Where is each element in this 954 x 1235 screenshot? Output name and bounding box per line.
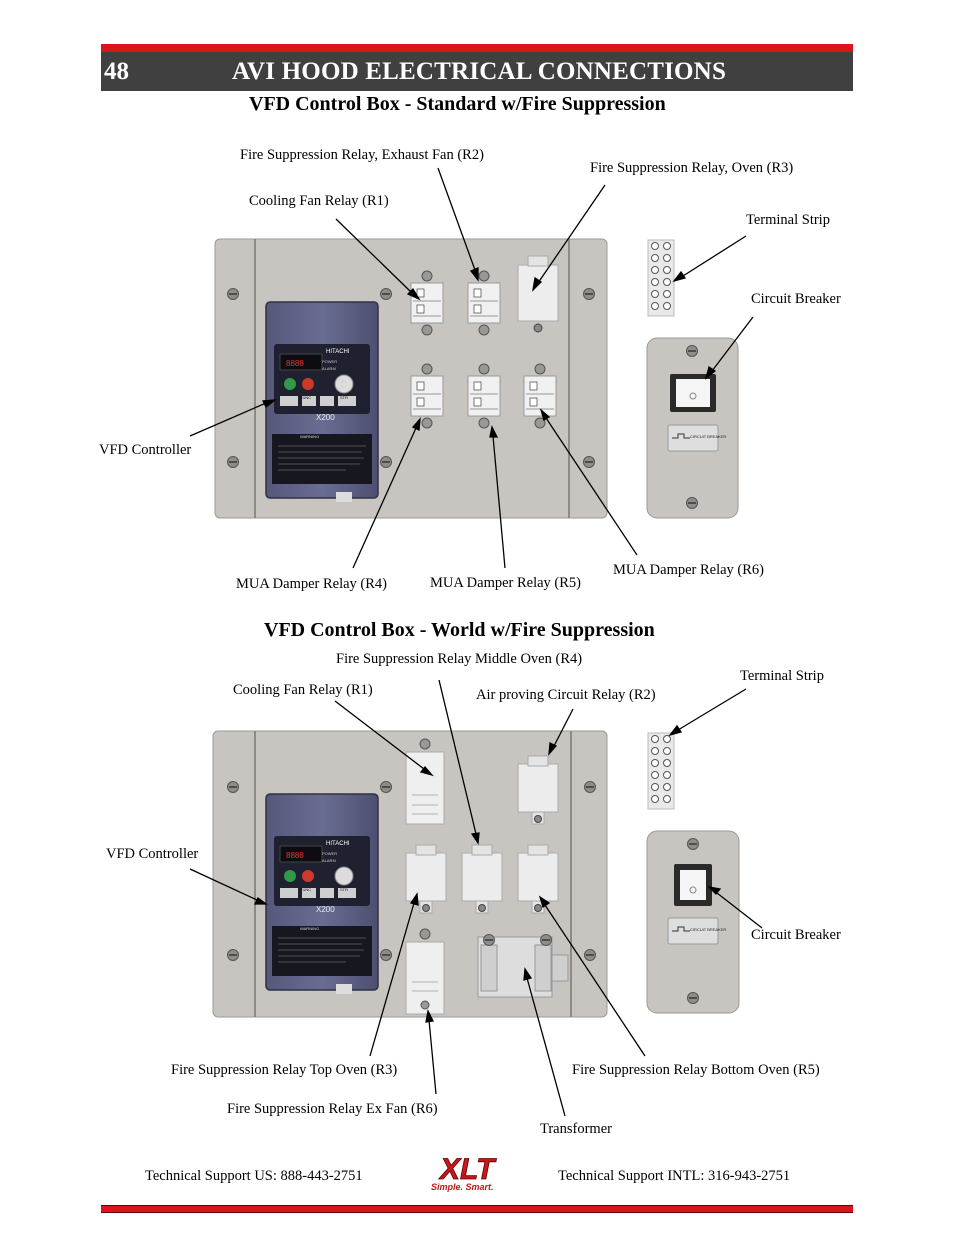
label-circuit-breaker: Circuit Breaker (751, 291, 841, 307)
label-circuit-breaker-2: Circuit Breaker (751, 927, 841, 943)
section2-callout-lines (189, 679, 763, 1117)
page-number: 48 (104, 58, 129, 85)
vfd-func-label: FUNC (300, 395, 311, 400)
vfd-controller-2 (265, 793, 379, 995)
vfd-brand-text: HITACHI (326, 349, 350, 355)
xlt-logo-tagline: Simple. Smart. (431, 1182, 494, 1192)
label-r2-air-proving: Air proving Circuit Relay (R2) (476, 687, 656, 703)
xlt-logo: XLT Simple. Smart. (431, 1153, 498, 1192)
label-r5-bottom-oven: Fire Suppression Relay Bottom Oven (R5) (572, 1062, 820, 1078)
section-title-world: VFD Control Box - World w/Fire Suppressi… (264, 619, 655, 641)
section-title-standard: VFD Control Box - Standard w/Fire Suppre… (249, 93, 666, 115)
label-r4-middle-oven: Fire Suppression Relay Middle Oven (R4) (336, 651, 583, 667)
label-r5-mua-damper: MUA Damper Relay (R5) (430, 575, 582, 591)
label-r2-exhaust-fan: Fire Suppression Relay, Exhaust Fan (R2) (240, 147, 484, 163)
section1-callout-lines (189, 167, 754, 569)
vfd-display-text: 8888 (286, 359, 304, 368)
circuit-breaker-panel (646, 337, 739, 519)
terminal-strip (647, 239, 675, 317)
vfd-controller (265, 301, 379, 503)
vfd-hz-label: Hz (340, 378, 345, 383)
label-r6-mua-damper: MUA Damper Relay (R6) (613, 562, 765, 578)
header-bar (101, 44, 853, 91)
vfd-alarm-label-2: ALARM (322, 858, 336, 863)
support-intl: Technical Support INTL: 316-943-2751 (558, 1168, 791, 1184)
label-r4-mua-damper: MUA Damper Relay (R4) (236, 576, 388, 592)
label-vfd-controller: VFD Controller (99, 442, 192, 458)
vfd-power-label: POWER (322, 359, 337, 364)
vfd-str-label-2: STR (340, 887, 348, 892)
label-r1-cooling-fan: Cooling Fan Relay (R1) (249, 193, 389, 209)
vfd-display-text-2: 8888 (286, 851, 304, 860)
vfd-brand-text-2: HITACHI (326, 841, 350, 847)
label-transformer: Transformer (540, 1121, 612, 1137)
label-r3-oven: Fire Suppression Relay, Oven (R3) (590, 160, 794, 176)
footer-bar (101, 1205, 853, 1213)
vfd-warning-text: WARNING (300, 434, 319, 439)
breaker-label-text: CIRCUIT BREAKER (690, 434, 726, 439)
xlt-logo-text: XLT (438, 1153, 497, 1186)
vfd-func-label-2: FUNC (300, 887, 311, 892)
label-terminal-strip: Terminal Strip (746, 212, 830, 228)
label-r1-cooling-fan-2: Cooling Fan Relay (R1) (233, 682, 373, 698)
vfd-str-label: STR (340, 395, 348, 400)
vfd-model-text: X200 (316, 413, 335, 422)
label-vfd-controller-2: VFD Controller (106, 846, 199, 862)
relay-r6-world (405, 928, 445, 1015)
vfd-alarm-label: ALARM (322, 366, 336, 371)
vfd-a-label: A (340, 384, 343, 389)
page-title: AVI HOOD ELECTRICAL CONNECTIONS (232, 58, 727, 85)
circuit-breaker-panel-2 (646, 830, 740, 1014)
label-terminal-strip-2: Terminal Strip (740, 668, 824, 684)
label-r6-ex-fan: Fire Suppression Relay Ex Fan (R6) (227, 1101, 438, 1117)
vfd-power-label-2: POWER (322, 851, 337, 856)
terminal-strip-2 (647, 732, 675, 810)
transformer (477, 933, 569, 998)
vfd-warning-text-2: WARNING (300, 926, 319, 931)
label-r3-top-oven: Fire Suppression Relay Top Oven (R3) (171, 1062, 398, 1078)
vfd-model-text-2: X200 (316, 905, 335, 914)
relay-r1-world (405, 738, 445, 825)
relay-r3 (517, 255, 559, 333)
support-us: Technical Support US: 888-443-2751 (145, 1168, 363, 1184)
breaker-label-text-2: CIRCUIT BREAKER (690, 927, 726, 932)
